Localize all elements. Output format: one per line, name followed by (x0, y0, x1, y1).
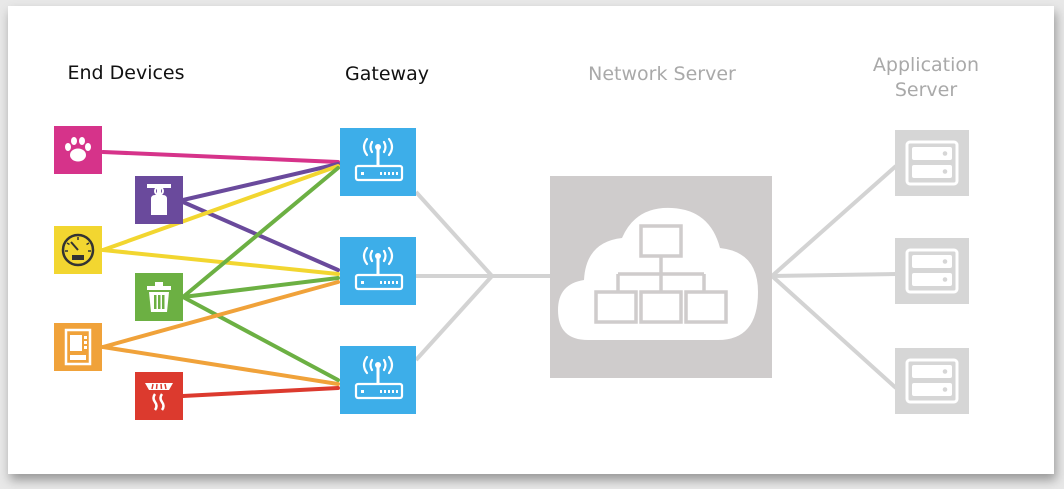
radio-link-gas-gw1 (181, 162, 340, 202)
gas-cylinder-icon (147, 184, 171, 215)
radio-link-bin-gw1 (181, 166, 340, 299)
radio-link-vending-gw2 (101, 280, 340, 349)
backhaul-link (414, 190, 494, 278)
paw-icon (65, 137, 91, 162)
app-server-1 (895, 130, 969, 196)
wireless-router-icon (354, 246, 404, 291)
app-server-2 (895, 238, 969, 304)
smoke-detector-icon (145, 383, 173, 411)
radio-link-bin-gw3 (181, 295, 340, 382)
gateway-3 (340, 346, 416, 414)
gauge-icon (61, 233, 95, 267)
device-utility-meter (54, 226, 102, 274)
device-pet-tracker (54, 126, 102, 174)
backhaul-link (414, 274, 494, 362)
radio-link-pet-gw1 (101, 150, 340, 164)
app-link (770, 274, 898, 390)
backhaul-links (414, 164, 898, 390)
column-title-end-devices: End Devices (67, 62, 185, 84)
radio-link-meter-gw2 (101, 248, 340, 276)
column-title-application-server: Application Server (872, 54, 980, 101)
wireless-router-icon (354, 355, 404, 400)
column-title-network-server: Network Server (588, 63, 736, 85)
radio-link-smoke-gw3 (181, 386, 340, 398)
server-icon (905, 248, 959, 294)
vending-machine-icon (64, 328, 92, 366)
cloud-network-icon (558, 207, 758, 340)
app-link (770, 164, 898, 278)
device-smoke-detector (135, 372, 183, 420)
radio-link-vending-gw3 (101, 345, 340, 386)
device-vending-machine (54, 323, 102, 371)
app-server-3 (895, 348, 969, 414)
app-link (771, 272, 897, 278)
device-gas-meter (135, 176, 183, 224)
network-server (550, 176, 772, 378)
server-icon (905, 358, 959, 404)
radio-link-meter-gw1 (101, 164, 340, 252)
gateway-1 (340, 128, 416, 196)
gateway-2 (340, 237, 416, 305)
column-title-gateway: Gateway (345, 63, 429, 85)
trash-can-icon (147, 282, 171, 312)
wireless-router-icon (354, 137, 404, 182)
radio-link-bin-gw2 (181, 276, 340, 299)
server-icon (905, 140, 959, 186)
device-waste-bin (135, 273, 183, 321)
